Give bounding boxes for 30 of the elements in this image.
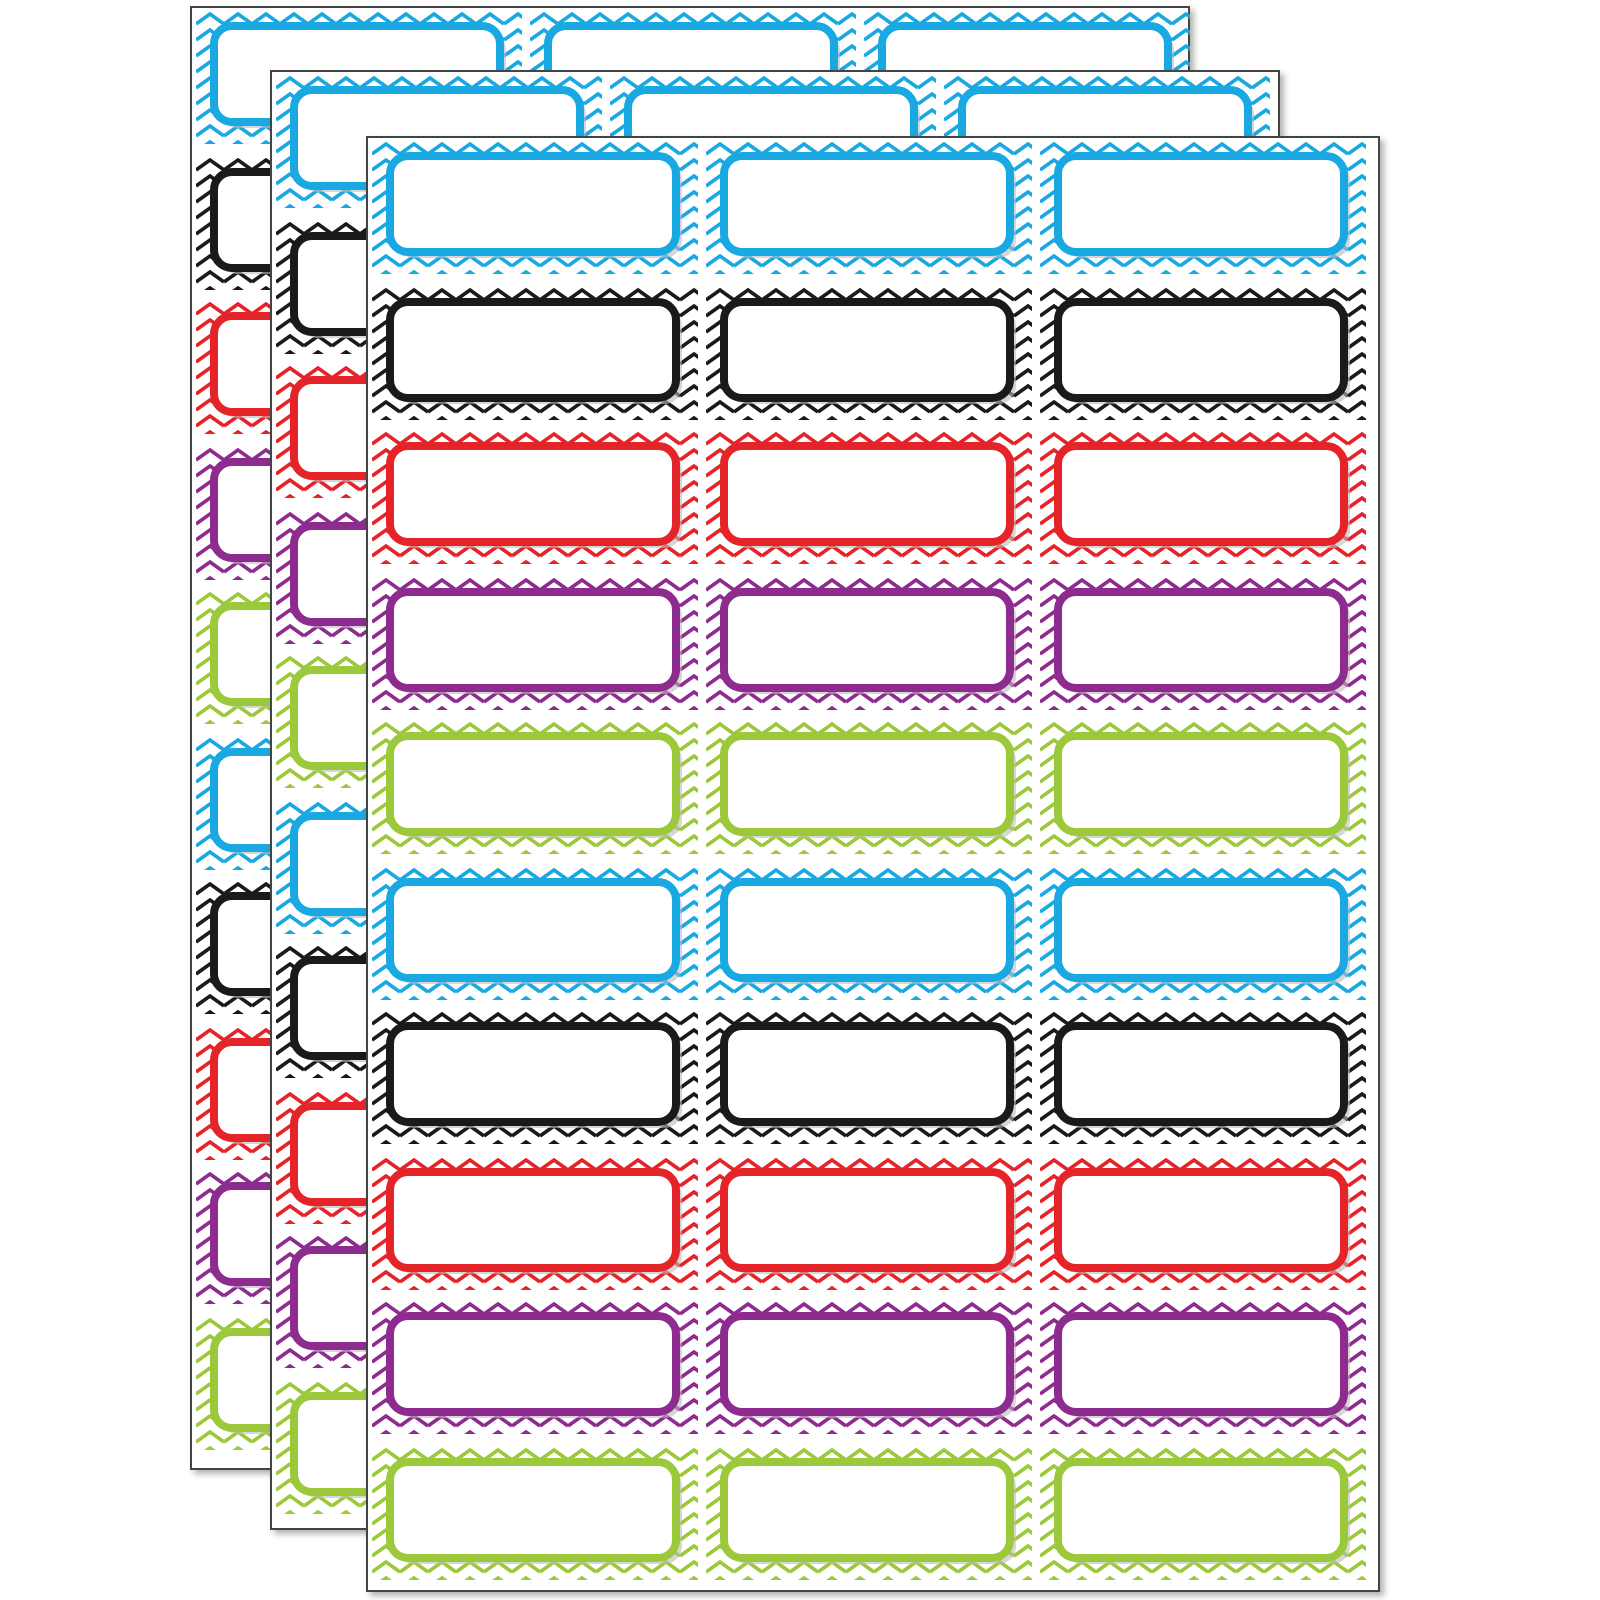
blank-label	[706, 1447, 1032, 1579]
blank-label	[1040, 1157, 1366, 1289]
blank-label	[706, 287, 1032, 419]
blank-label	[372, 432, 698, 564]
blank-label	[372, 1302, 698, 1434]
blank-label	[372, 1157, 698, 1289]
blank-label	[372, 867, 698, 999]
blank-label	[706, 1012, 1032, 1144]
blank-label	[706, 1157, 1032, 1289]
blank-label	[1040, 1302, 1366, 1434]
blank-label	[372, 722, 698, 854]
blank-label	[1040, 1447, 1366, 1579]
blank-label	[372, 287, 698, 419]
blank-label	[372, 1012, 698, 1144]
blank-label	[372, 142, 698, 274]
blank-label	[1040, 142, 1366, 274]
blank-label	[1040, 287, 1366, 419]
blank-label	[706, 1302, 1032, 1434]
blank-label	[706, 432, 1032, 564]
blank-label	[706, 142, 1032, 274]
blank-label	[706, 722, 1032, 854]
blank-label	[706, 867, 1032, 999]
blank-label	[1040, 432, 1366, 564]
blank-label	[1040, 867, 1366, 999]
blank-label	[372, 577, 698, 709]
blank-label	[372, 1447, 698, 1579]
blank-label	[1040, 1012, 1366, 1144]
blank-label	[706, 577, 1032, 709]
blank-label	[1040, 722, 1366, 854]
blank-label	[1040, 577, 1366, 709]
